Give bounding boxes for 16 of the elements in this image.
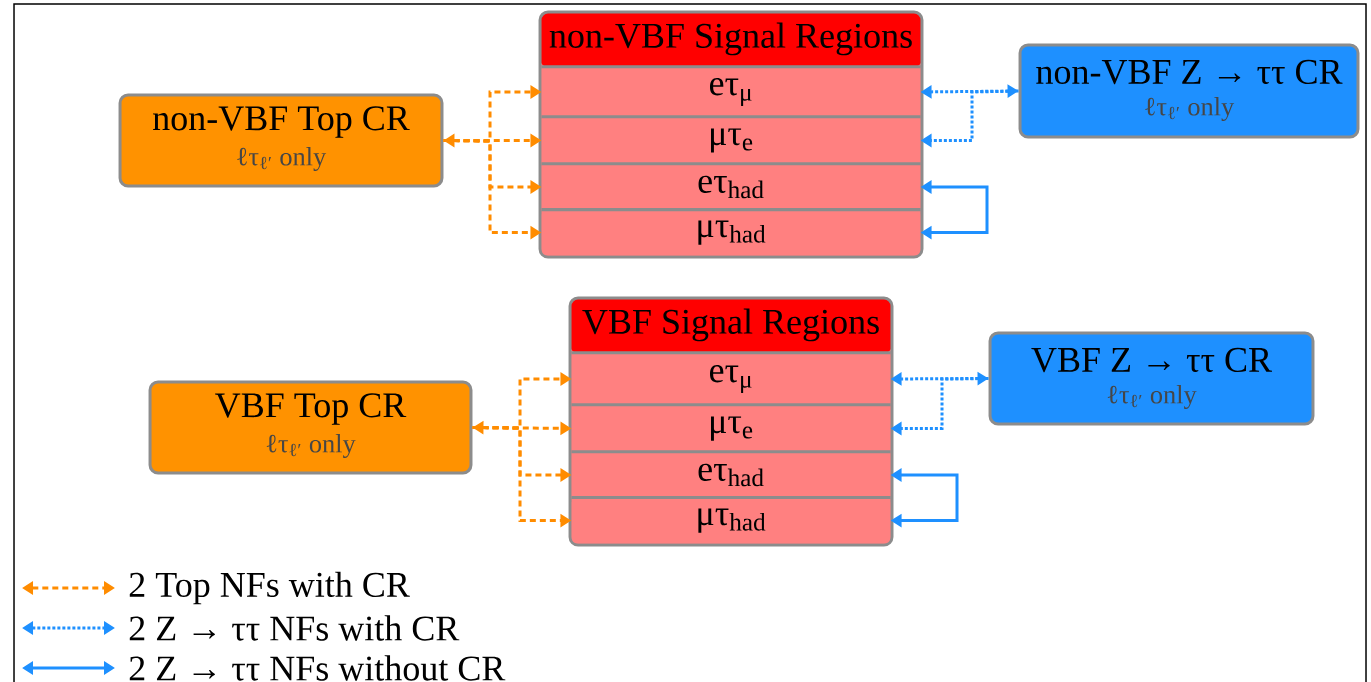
control-region-box: non-VBF Top CR ℓτ$_{ℓ′}$ only (118, 93, 444, 188)
region-row: μτ$_{e}$ (571, 405, 891, 452)
region-row: μτ$_{e}$ (541, 117, 921, 164)
region-row: eτ$_{μ}$ (541, 67, 921, 117)
legend-text: 2 Z → ττ NFs without CR (129, 655, 506, 681)
region-row: eτ$_{had}$ (541, 164, 921, 210)
control-region-box: VBF Top CR ℓτ$_{ℓ′}$ only (148, 380, 473, 475)
region-row: eτ$_{μ}$ (571, 353, 891, 405)
region-row: eτ$_{had}$ (571, 452, 891, 498)
legend-text: 2 Z → ττ NFs with CR (129, 615, 460, 641)
legend-text: 2 Top NFs with CR (129, 571, 410, 605)
control-region-box: VBF Z → ττ CR ℓτ$_{ℓ′}$ only (988, 331, 1315, 426)
region-row: μτ$_{had}$ (541, 209, 921, 256)
region-row: μτ$_{had}$ (571, 497, 891, 544)
node-label: μτ$_{had}$ (698, 508, 766, 533)
control-region-box: non-VBF Z → ττ CR ℓτ$_{ℓ′}$ only (1018, 43, 1360, 139)
